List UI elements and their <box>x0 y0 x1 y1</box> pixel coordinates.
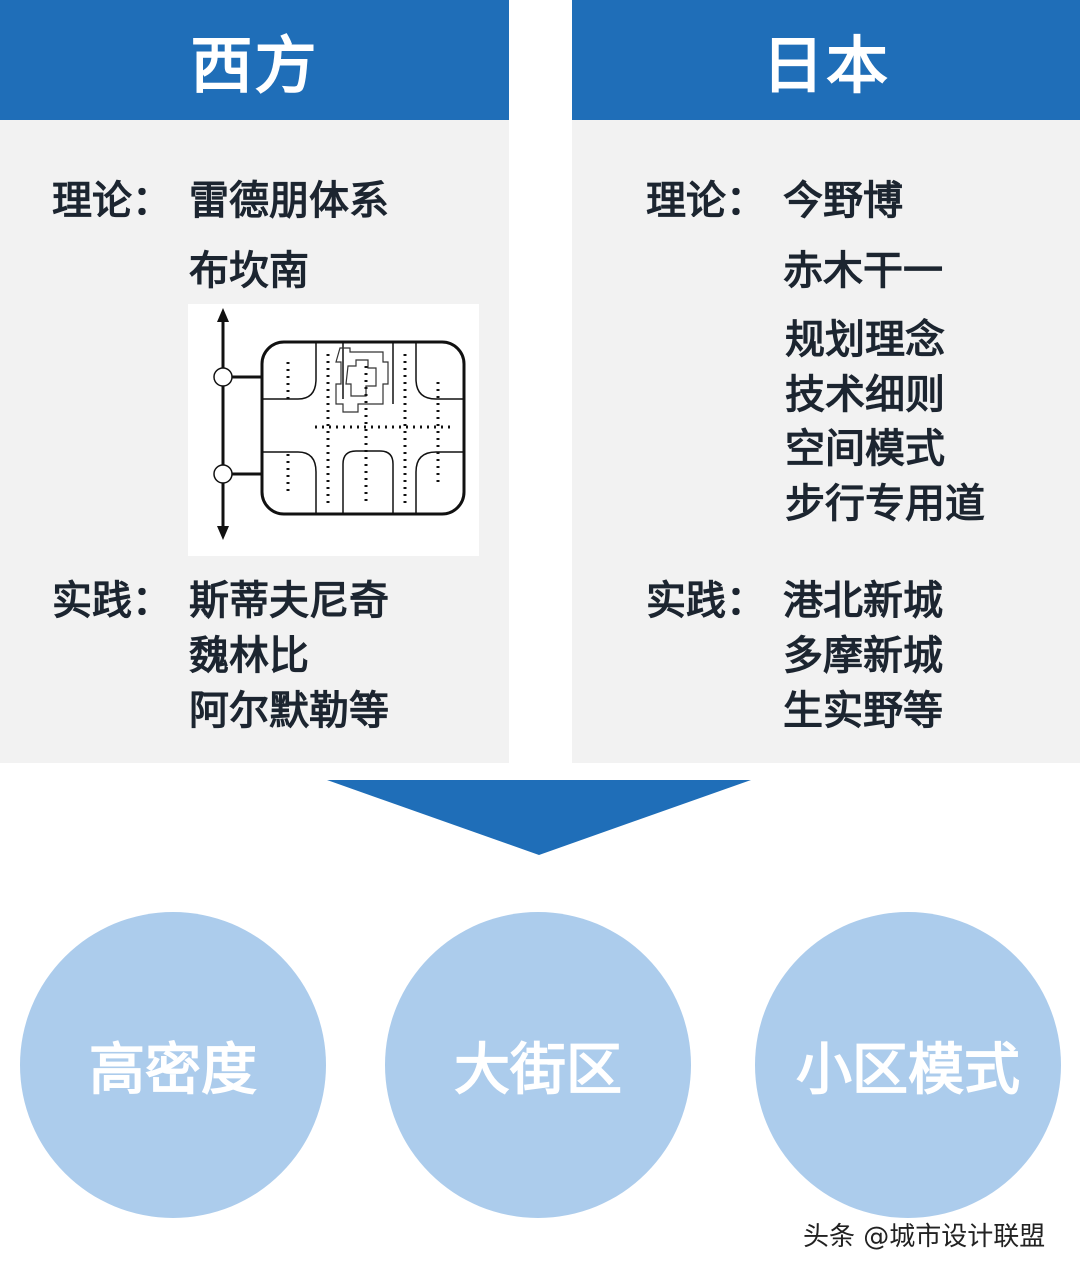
west-practice-item: 斯蒂夫尼奇 <box>189 578 389 624</box>
outcome-label: 高密度 <box>89 1037 257 1103</box>
outcome-label: 小区模式 <box>796 1037 1020 1103</box>
radburn-plan-diagram <box>188 304 479 556</box>
japan-panel: 日本 理论： 今野博 赤木干一 规划理念 技术细则 空间模式 步行专用道 实践：… <box>572 0 1080 763</box>
japan-practice-item: 生实野等 <box>783 688 943 734</box>
japan-theory-item: 步行专用道 <box>785 481 985 527</box>
west-theory-item: 雷德朋体系 <box>189 178 389 224</box>
japan-practice-item: 多摩新城 <box>783 633 943 679</box>
japan-theory-item: 空间模式 <box>785 426 945 472</box>
west-theory-item: 布坎南 <box>189 248 309 294</box>
japan-theory-item: 技术细则 <box>785 372 945 418</box>
west-practice-item: 阿尔默勒等 <box>189 688 389 734</box>
japan-theory-label: 理论： <box>646 178 766 224</box>
japan-theory-item: 赤木干一 <box>783 248 943 294</box>
west-practice-item: 魏林比 <box>189 633 309 679</box>
outcome-label: 大街区 <box>454 1037 622 1103</box>
japan-theory-item: 规划理念 <box>785 317 945 363</box>
west-practice-label: 实践： <box>52 578 172 624</box>
japan-practice-item: 港北新城 <box>783 578 943 624</box>
west-panel: 西方 理论： 雷德朋体系 布坎南 <box>0 0 509 763</box>
outcome-circle-high-density: 高密度 <box>20 912 326 1218</box>
japan-theory-item: 今野博 <box>783 178 903 224</box>
japan-practice-label: 实践： <box>646 578 766 624</box>
outcome-circle-superblock: 大街区 <box>385 912 691 1218</box>
outcome-circle-neighborhood-model: 小区模式 <box>755 912 1061 1218</box>
japan-title: 日本 <box>572 0 1080 120</box>
west-theory-label: 理论： <box>52 178 172 224</box>
down-arrow-icon <box>327 780 751 855</box>
west-title: 西方 <box>0 0 509 120</box>
watermark: 头条 @城市设计联盟 <box>803 1222 1046 1252</box>
